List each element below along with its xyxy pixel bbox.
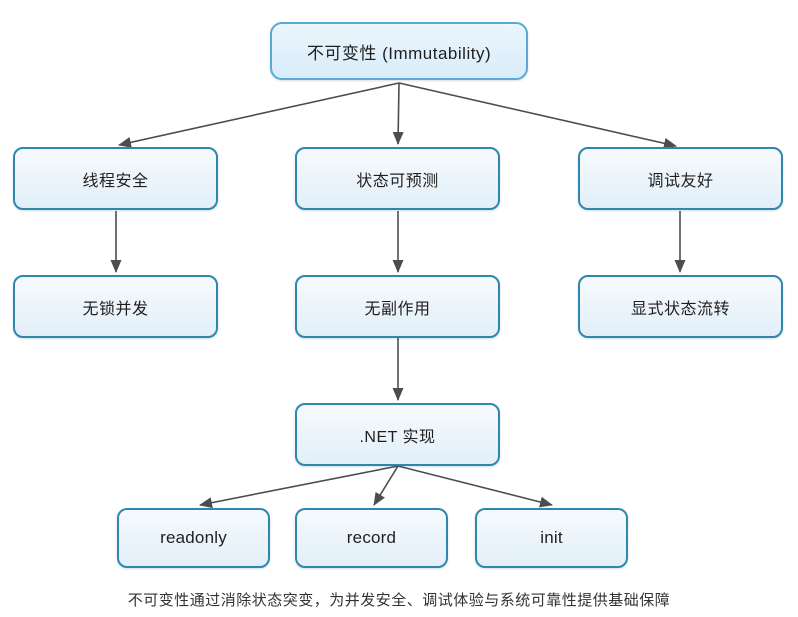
node-debug-friendly-label: 调试友好 [647, 172, 714, 190]
edge-root-thread-safety [118, 82, 400, 148]
edge-dotnet-impl-init [397, 465, 553, 508]
node-immutability-label: 不可变性 (Immutability) [306, 43, 492, 63]
node-no-side-effects-label: 无副作用 [364, 300, 431, 318]
node-dotnet-impl: .NET 实现 [295, 403, 500, 466]
diagram-caption: 不可变性通过消除状态突变，为并发安全、调试体验与系统可靠性提供基础保障 [127, 592, 671, 609]
node-record: record [295, 508, 448, 568]
node-lock-free: 无锁并发 [13, 275, 218, 338]
node-thread-safety: 线程安全 [13, 147, 218, 210]
node-record-label: record [346, 528, 397, 547]
edge-root-predictable-state [392, 82, 404, 145]
node-immutability: 不可变性 (Immutability) [270, 22, 528, 80]
node-explicit-state-flow-label: 显式状态流转 [630, 300, 730, 318]
node-predictable-state-label: 状态可预测 [356, 172, 439, 190]
node-init: init [475, 508, 628, 568]
node-readonly: readonly [117, 508, 270, 568]
node-readonly-label: readonly [160, 528, 227, 547]
node-no-side-effects: 无副作用 [295, 275, 500, 338]
node-explicit-state-flow: 显式状态流转 [578, 275, 783, 338]
edge-dotnet-impl-readonly [199, 465, 399, 509]
node-thread-safety-label: 线程安全 [82, 172, 149, 190]
node-dotnet-impl-label: .NET 实现 [359, 428, 436, 446]
node-predictable-state: 状态可预测 [295, 147, 500, 210]
node-init-label: init [540, 528, 563, 547]
node-debug-friendly: 调试友好 [578, 147, 783, 210]
edge-root-debug-friendly [398, 82, 677, 149]
node-lock-free-label: 无锁并发 [82, 300, 149, 318]
edge-dotnet-impl-record [373, 465, 399, 506]
